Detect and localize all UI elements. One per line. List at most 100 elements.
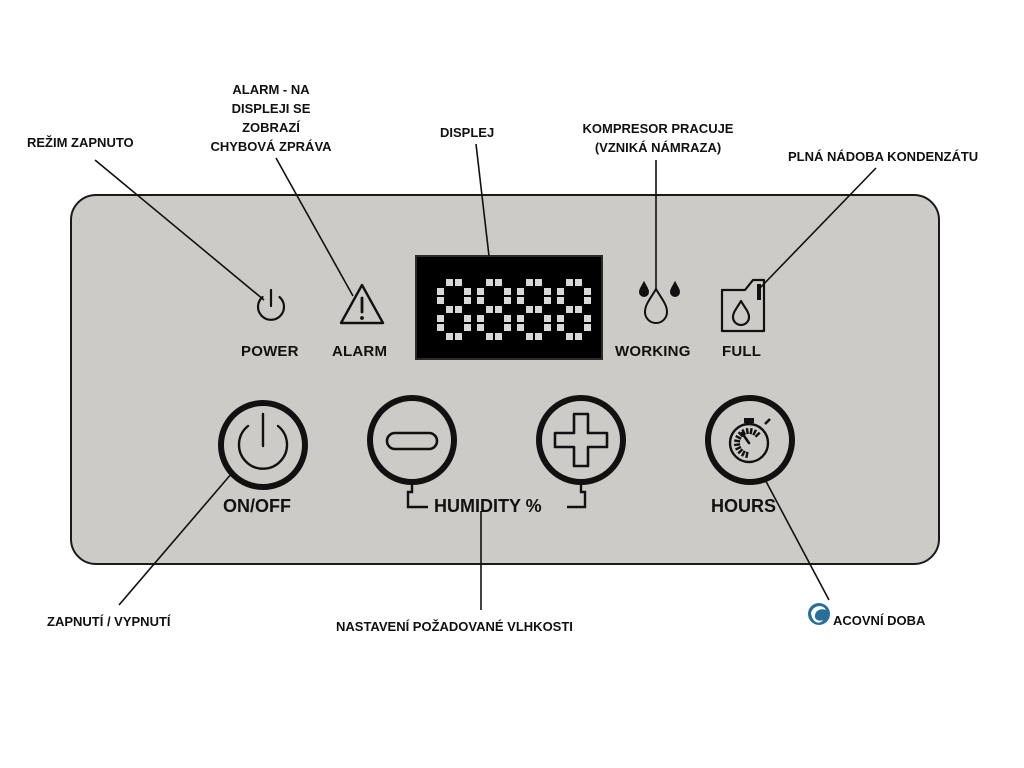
display-segment [437,297,444,304]
display-segment [517,324,524,331]
display-segment [584,288,591,295]
leader-line-display [475,143,490,257]
display-segment [544,288,551,295]
leader-line-power [94,159,265,301]
display-segment [535,279,542,286]
display-segment [464,297,471,304]
display-segment [566,306,573,313]
display-segment [544,297,551,304]
annotation-humidity: NASTAVENÍ POŽADOVANÉ VLHKOSTI [336,619,573,634]
display-segment [486,279,493,286]
stopwatch-tick [740,450,746,457]
display-segment [575,279,582,286]
hours-button-label: HOURS [711,496,777,516]
onoff-button[interactable] [218,400,308,490]
display-segment [544,315,551,322]
display-segment [504,297,511,304]
display-segment [566,333,573,340]
display-segment [437,315,444,322]
alarm-indicator-label: ALARM [332,343,388,360]
display-segment [504,288,511,295]
display-segment [455,279,462,286]
display-segment [575,306,582,313]
stopwatch-tick [745,451,749,458]
hours-button[interactable] [705,395,795,485]
stopwatch-tick [737,448,744,455]
stopwatch-tick [735,434,742,440]
display-segment [557,288,564,295]
display-segment [584,297,591,304]
display-segment [495,333,502,340]
annotation-alarm-line: CHYBOVÁ ZPRÁVA [210,139,332,154]
display-segment [477,297,484,304]
stopwatch-tick [734,439,741,443]
display-digits [437,279,591,340]
display-segment [566,279,573,286]
annotation-compressor: KOMPRESOR PRACUJE (VZNIKÁ NÁMRAZA) [560,119,756,157]
droplets-icon [638,280,681,324]
stopwatch-icon [728,418,771,464]
display-segment [437,288,444,295]
annotation-compressor-line: KOMPRESOR PRACUJE [582,121,734,136]
full-indicator-label: FULL [722,343,762,360]
display-segment [477,324,484,331]
annotation-compressor-line: (VZNIKÁ NÁMRAZA) [594,140,722,155]
stopwatch-tick [733,443,741,447]
power-indicator-label: POWER [241,343,299,360]
onoff-button-label: ON/OFF [223,496,291,516]
water-tank-icon [720,278,766,333]
display-segment [464,324,471,331]
display-segment [557,315,564,322]
display-segment [517,315,524,322]
humidity-plus-button[interactable] [536,395,626,485]
stopwatch-tick [752,429,758,436]
display-segment [495,306,502,313]
humidity-bracket [406,482,587,509]
display-segment [584,315,591,322]
working-indicator-label: WORKING [615,343,691,360]
display-segment [446,333,453,340]
annotation-alarm-line: DISPLEJI SE [231,101,311,116]
power-icon [256,288,286,321]
display-segment [464,288,471,295]
display-segment [446,279,453,286]
display-segment [477,288,484,295]
humidity-minus-button[interactable] [367,395,457,485]
display-segment [544,324,551,331]
stopwatch-tick [741,428,747,436]
display-segment [437,324,444,331]
display-segment [455,333,462,340]
brand-logo-icon [808,603,830,625]
leader-line-alarm [275,157,354,297]
display-segment [504,315,511,322]
display-segment [584,324,591,331]
stopwatch-tick [745,427,749,435]
humidity-label: HUMIDITY % [434,496,542,516]
display-segment [526,333,533,340]
warning-icon [339,283,385,325]
display-segment [504,324,511,331]
annotation-alarm-line: ZOBRAZÍ [242,120,300,135]
display-segment [455,306,462,313]
annotation-alarm-line: ALARM - NA [232,82,310,97]
stopwatch-tick [754,431,761,438]
display-segment [517,297,524,304]
display-segment [526,279,533,286]
display-segment [557,324,564,331]
annotation-power-on: REŽIM ZAPNUTO [27,135,134,150]
display-segment [495,279,502,286]
display-segment [526,306,533,313]
display-segment [486,333,493,340]
display-segment [486,306,493,313]
display-segment [464,315,471,322]
display-segment [517,288,524,295]
display-segment [477,315,484,322]
stopwatch-tick [749,428,753,435]
annotation-hours: ACOVNÍ DOBA [833,613,926,628]
display-segment [535,333,542,340]
display-segment [446,306,453,313]
display-segment [575,333,582,340]
display-segment [557,297,564,304]
annotation-display: DISPLEJ [440,125,495,140]
